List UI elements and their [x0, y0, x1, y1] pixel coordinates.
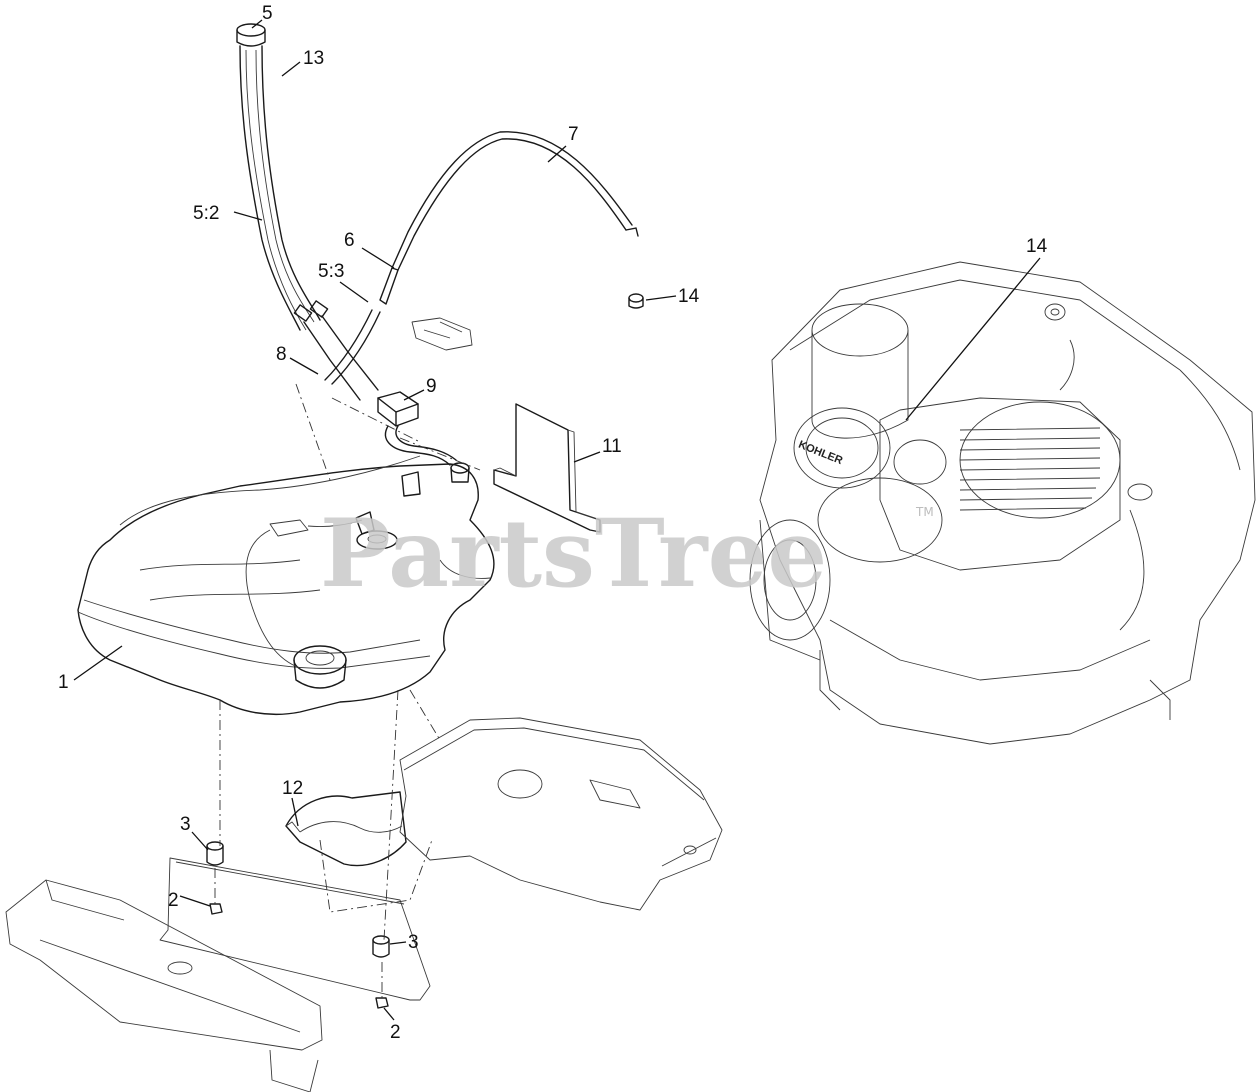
callout-7[interactable]: 7	[568, 124, 579, 145]
watermark-trademark: TM	[915, 505, 934, 519]
engine-brand-label: KOHLER	[797, 439, 845, 468]
callout-13[interactable]: 13	[303, 48, 324, 69]
vent-cap-fitting[interactable]	[628, 293, 644, 309]
callouts: 5 13 7 5:2 6 5:3 14 14 8 9 11 1 12 3 2 3…	[58, 3, 1048, 1043]
rollover-valve[interactable]	[377, 391, 457, 466]
isolator-left[interactable]	[206, 841, 224, 866]
callout-5[interactable]: 5	[262, 3, 273, 24]
air-cleaner	[749, 303, 943, 661]
callout-3-right[interactable]: 3	[408, 932, 419, 953]
callout-12[interactable]: 12	[282, 778, 303, 799]
nut-right[interactable]	[375, 997, 389, 1009]
callout-11[interactable]: 11	[602, 436, 622, 457]
nut-left[interactable]	[209, 903, 223, 915]
partstree-watermark: PartsTree	[320, 499, 827, 609]
leader-lines	[73, 19, 1041, 1021]
callout-8[interactable]: 8	[276, 344, 287, 365]
isolator-right[interactable]	[372, 935, 390, 958]
callout-5-2[interactable]: 5:2	[193, 203, 219, 224]
tank-shield[interactable]	[285, 791, 407, 867]
callout-5-3[interactable]: 5:3	[318, 261, 344, 282]
engine-assembly	[759, 261, 1256, 745]
callout-2-right[interactable]: 2	[390, 1022, 401, 1043]
callout-9[interactable]: 9	[426, 376, 437, 397]
frame-cross-member	[159, 857, 431, 1001]
filler-neck-assembly[interactable]	[236, 23, 379, 401]
callout-6[interactable]: 6	[344, 230, 355, 251]
callout-1[interactable]: 1	[58, 672, 69, 693]
heat-shield[interactable]	[493, 403, 601, 533]
frame-rail	[5, 879, 323, 1092]
callout-14-vent[interactable]: 14	[678, 286, 700, 307]
fuel-tank[interactable]	[77, 455, 495, 716]
alignment-lines	[214, 383, 481, 998]
callout-3-left[interactable]: 3	[180, 814, 191, 835]
vent-hose[interactable]	[324, 131, 639, 385]
callout-2-left[interactable]: 2	[168, 890, 179, 911]
callout-14-engine[interactable]: 14	[1026, 236, 1048, 257]
mounting-bracket[interactable]	[411, 317, 473, 351]
frame-plate	[399, 717, 723, 911]
